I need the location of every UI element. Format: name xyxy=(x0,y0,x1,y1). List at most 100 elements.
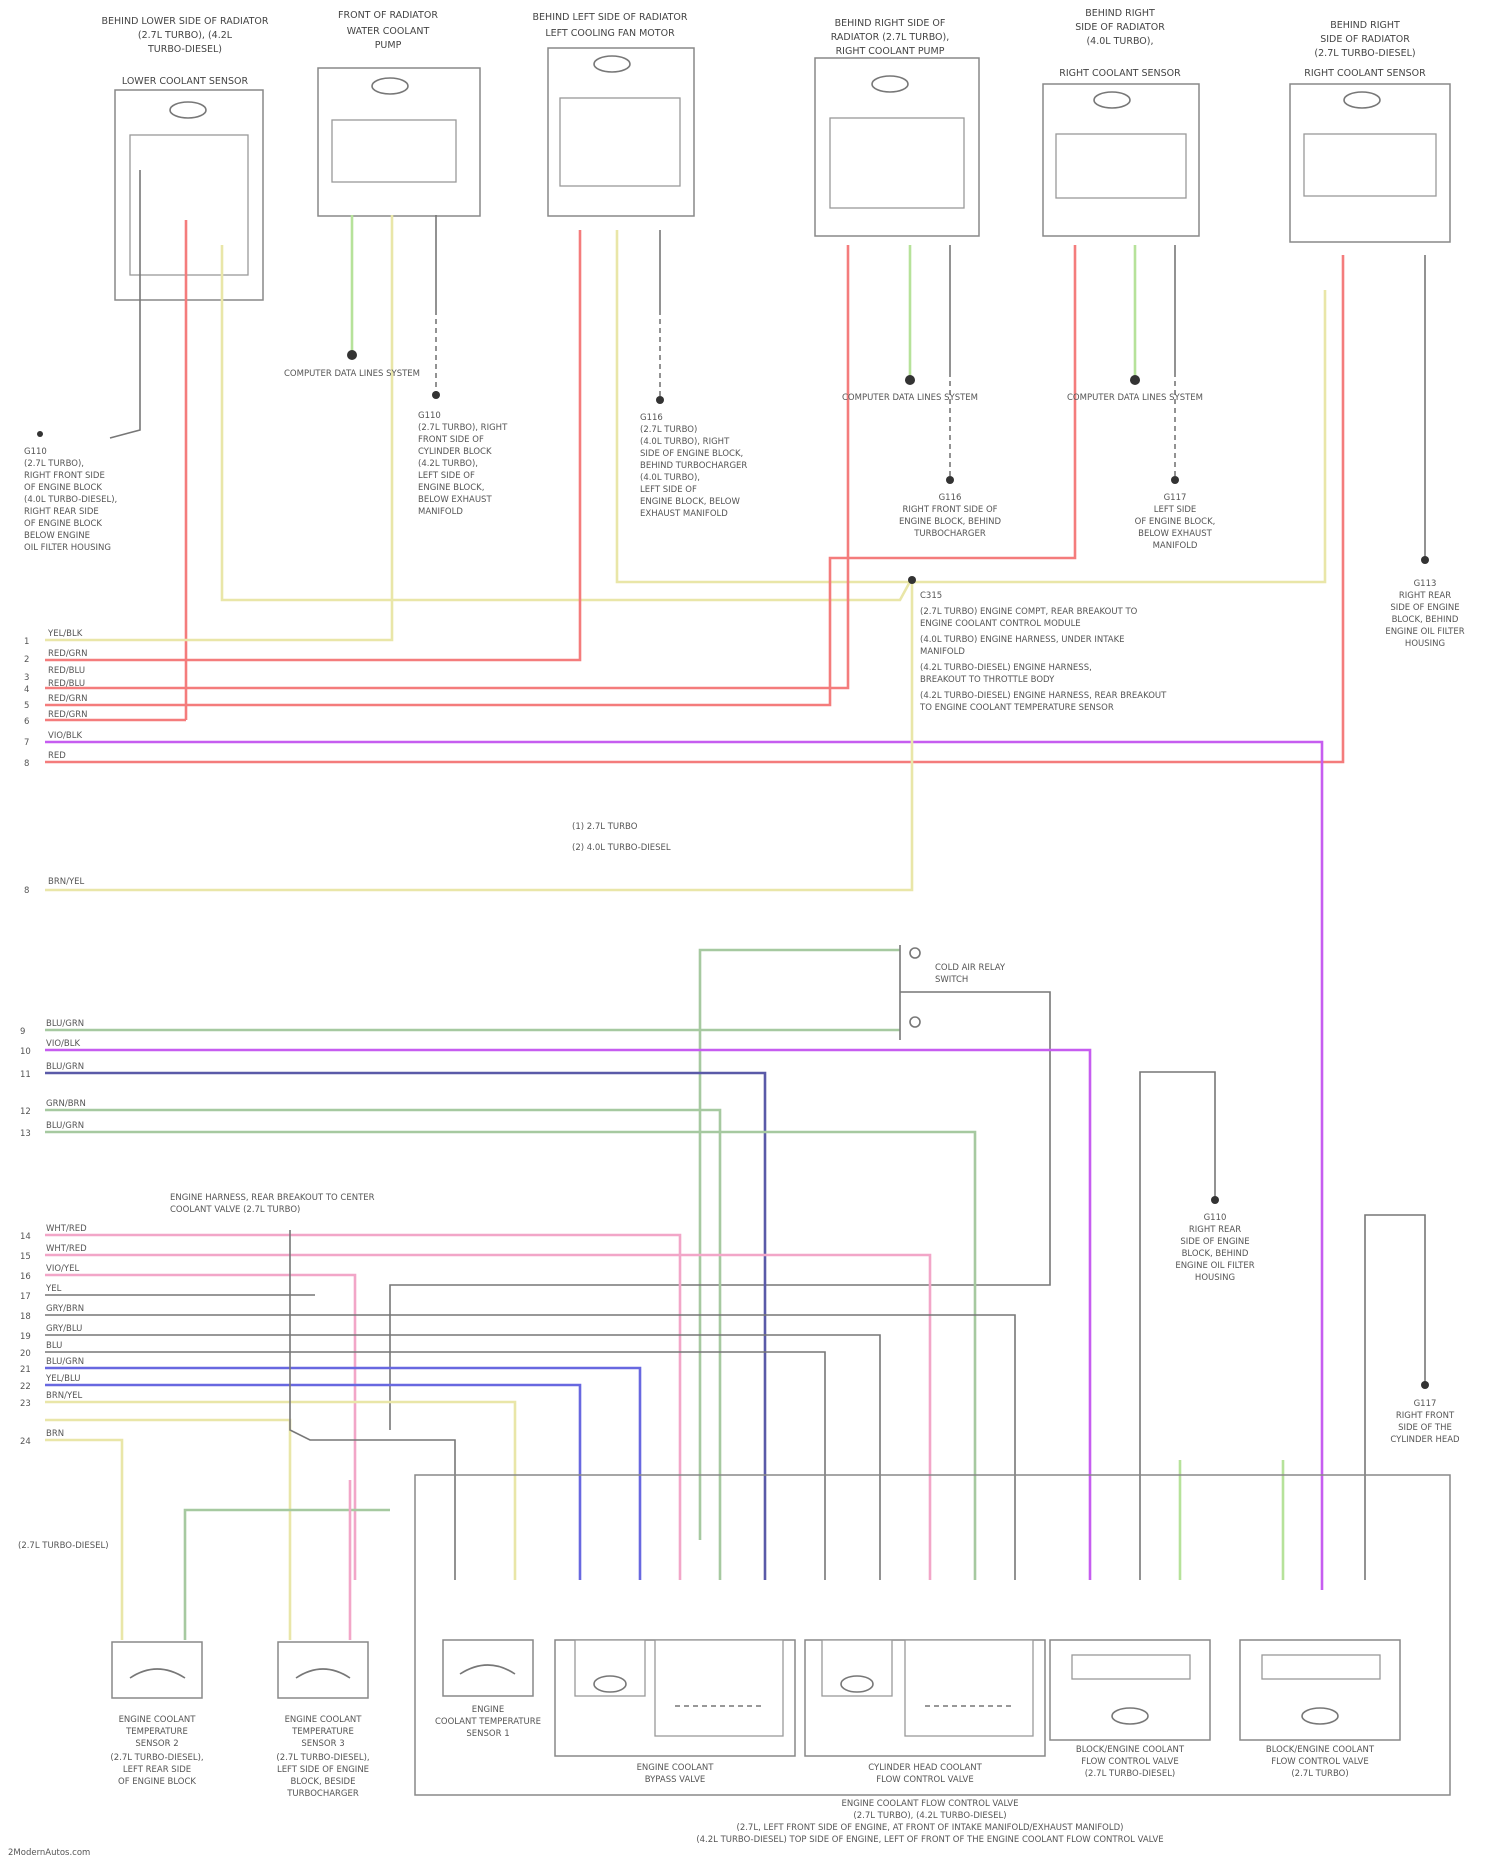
svg-text:RIGHT COOLANT SENSOR: RIGHT COOLANT SENSOR xyxy=(1059,68,1181,79)
legend: (1) 2.7L TURBO (2) 4.0L TURBO-DIESEL xyxy=(572,822,671,853)
sensor-4-connector-icon xyxy=(872,76,908,92)
svg-text:BELOW EXHAUST: BELOW EXHAUST xyxy=(1138,529,1212,539)
svg-text:LEFT REAR SIDE: LEFT REAR SIDE xyxy=(123,1765,191,1775)
svg-text:(4.0L TURBO),: (4.0L TURBO), xyxy=(640,473,700,483)
coolant-temp-sensor-2: ENGINE COOLANT TEMPERATURE SENSOR 2 (2.7… xyxy=(110,1642,203,1787)
svg-text:FLOW CONTROL VALVE: FLOW CONTROL VALVE xyxy=(1081,1757,1178,1767)
svg-text:BLOCK, BEHIND: BLOCK, BEHIND xyxy=(1392,615,1459,625)
svg-text:10: 10 xyxy=(20,1047,31,1057)
svg-text:BLU/GRN: BLU/GRN xyxy=(46,1357,84,1367)
svg-text:LEFT SIDE OF: LEFT SIDE OF xyxy=(418,471,475,481)
svg-text:RIGHT COOLANT PUMP: RIGHT COOLANT PUMP xyxy=(836,46,945,57)
svg-text:RED/BLU: RED/BLU xyxy=(48,679,85,689)
svg-text:2: 2 xyxy=(24,655,29,665)
svg-text:(2.7L TURBO), (4.2L TURBO-DIES: (2.7L TURBO), (4.2L TURBO-DIESEL) xyxy=(853,1811,1006,1821)
svg-text:(1) 2.7L TURBO: (1) 2.7L TURBO xyxy=(572,822,638,832)
footer-watermark: 2ModernAutos.com xyxy=(8,1848,90,1858)
sensor-2: FRONT OF RADIATOR WATER COOLANT PUMP xyxy=(318,10,480,216)
svg-text:17: 17 xyxy=(20,1292,31,1302)
svg-text:TURBOCHARGER: TURBOCHARGER xyxy=(286,1789,359,1799)
svg-text:BEHIND RIGHT SIDE OF: BEHIND RIGHT SIDE OF xyxy=(835,18,946,29)
svg-text:C315: C315 xyxy=(920,591,942,601)
svg-text:RADIATOR (2.7L TURBO),: RADIATOR (2.7L TURBO), xyxy=(831,32,950,43)
svg-text:BLOCK/ENGINE COOLANT: BLOCK/ENGINE COOLANT xyxy=(1076,1745,1185,1755)
svg-text:G110: G110 xyxy=(1204,1213,1227,1223)
svg-text:LOWER COOLANT SENSOR: LOWER COOLANT SENSOR xyxy=(122,76,249,87)
svg-text:SIDE OF RADIATOR: SIDE OF RADIATOR xyxy=(1075,22,1165,33)
svg-text:13: 13 xyxy=(20,1129,31,1139)
svg-text:(4.0L TURBO),: (4.0L TURBO), xyxy=(1086,36,1153,47)
svg-text:COOLANT TEMPERATURE: COOLANT TEMPERATURE xyxy=(435,1717,541,1727)
svg-text:COLD AIR RELAY: COLD AIR RELAY xyxy=(935,963,1006,973)
svg-text:ENGINE COOLANT: ENGINE COOLANT xyxy=(119,1715,197,1725)
svg-text:SIDE OF RADIATOR: SIDE OF RADIATOR xyxy=(1320,34,1410,45)
svg-text:TURBO-DIESEL): TURBO-DIESEL) xyxy=(147,44,222,55)
svg-text:CYLINDER HEAD COOLANT: CYLINDER HEAD COOLANT xyxy=(868,1763,982,1773)
svg-text:OF ENGINE BLOCK: OF ENGINE BLOCK xyxy=(118,1777,196,1787)
svg-text:19: 19 xyxy=(20,1332,31,1342)
svg-text:RIGHT REAR: RIGHT REAR xyxy=(1189,1225,1241,1235)
svg-text:20: 20 xyxy=(20,1349,31,1359)
svg-text:BRN: BRN xyxy=(46,1429,64,1439)
svg-text:(2.7L TURBO): (2.7L TURBO) xyxy=(640,425,697,435)
connector-bottom: 9 10 11 12 13 14 15 16 17 18 19 20 21 22… xyxy=(20,1019,87,1447)
sensor-1-title: BEHIND LOWER SIDE OF RADIATOR xyxy=(102,16,269,27)
svg-text:(2.7L TURBO): (2.7L TURBO) xyxy=(1291,1769,1348,1779)
svg-text:LEFT COOLING FAN MOTOR: LEFT COOLING FAN MOTOR xyxy=(545,28,675,39)
ground-note-4: G117 LEFT SIDE OF ENGINE BLOCK, BELOW EX… xyxy=(1135,493,1216,551)
svg-text:(2.7L TURBO-DIESEL),: (2.7L TURBO-DIESEL), xyxy=(276,1753,369,1763)
ground-note-1: G110 (2.7L TURBO), RIGHT FRONT SIDE OF C… xyxy=(418,411,508,517)
svg-text:G110: G110 xyxy=(418,411,441,421)
svg-text:RIGHT REAR: RIGHT REAR xyxy=(1399,591,1451,601)
svg-text:7: 7 xyxy=(24,738,29,748)
svg-text:GRY/BRN: GRY/BRN xyxy=(46,1304,84,1314)
svg-text:(4.0L TURBO), RIGHT: (4.0L TURBO), RIGHT xyxy=(640,437,730,447)
svg-text:ENGINE BLOCK, BEHIND: ENGINE BLOCK, BEHIND xyxy=(899,517,1002,527)
svg-text:BEHIND RIGHT: BEHIND RIGHT xyxy=(1330,20,1400,31)
svg-text:YEL/BLK: YEL/BLK xyxy=(47,629,83,639)
svg-text:8: 8 xyxy=(24,886,29,896)
svg-text:(2.7L, LEFT FRONT SIDE OF ENGI: (2.7L, LEFT FRONT SIDE OF ENGINE, AT FRO… xyxy=(737,1823,1124,1833)
svg-text:(2.7L TURBO-DIESEL),: (2.7L TURBO-DIESEL), xyxy=(110,1753,203,1763)
splice-note: C315 (2.7L TURBO) ENGINE COMPT, REAR BRE… xyxy=(919,591,1167,713)
svg-text:HOUSING: HOUSING xyxy=(1405,639,1445,649)
svg-text:LEFT SIDE OF: LEFT SIDE OF xyxy=(640,485,697,495)
svg-text:(4.0L TURBO-DIESEL),: (4.0L TURBO-DIESEL), xyxy=(24,495,117,505)
svg-text:15: 15 xyxy=(20,1252,31,1262)
svg-text:ENGINE: ENGINE xyxy=(472,1705,505,1715)
svg-text:HOUSING: HOUSING xyxy=(1195,1273,1235,1283)
svg-text:BEHIND TURBOCHARGER: BEHIND TURBOCHARGER xyxy=(640,461,747,471)
svg-text:BLU/GRN: BLU/GRN xyxy=(46,1121,84,1131)
svg-text:RIGHT FRONT: RIGHT FRONT xyxy=(1396,1411,1455,1421)
svg-text:FRONT OF RADIATOR: FRONT OF RADIATOR xyxy=(338,10,438,21)
svg-text:TEMPERATURE: TEMPERATURE xyxy=(125,1727,188,1737)
svg-text:VIO/BLK: VIO/BLK xyxy=(46,1039,80,1049)
sensor-5: BEHIND RIGHT SIDE OF RADIATOR (4.0L TURB… xyxy=(1043,8,1199,236)
sensor-2-connector-icon xyxy=(372,78,408,94)
svg-text:(2.7L TURBO-DIESEL): (2.7L TURBO-DIESEL) xyxy=(1085,1769,1176,1779)
block-flow-valve-diesel: BLOCK/ENGINE COOLANT FLOW CONTROL VALVE … xyxy=(1050,1640,1210,1779)
svg-text:G116: G116 xyxy=(640,413,663,423)
left-ground-note: G110 (2.7L TURBO), RIGHT FRONT SIDE OF E… xyxy=(24,447,117,553)
svg-text:OF ENGINE BLOCK,: OF ENGINE BLOCK, xyxy=(1135,517,1216,527)
svg-text:ENGINE OIL FILTER: ENGINE OIL FILTER xyxy=(1385,627,1464,637)
svg-text:RED/BLU: RED/BLU xyxy=(48,666,85,676)
svg-text:BRN/YEL: BRN/YEL xyxy=(46,1391,83,1401)
svg-text:OF ENGINE BLOCK: OF ENGINE BLOCK xyxy=(24,483,102,493)
sensor-6-connector-icon xyxy=(1344,92,1380,108)
svg-text:OF ENGINE BLOCK: OF ENGINE BLOCK xyxy=(24,519,102,529)
svg-text:(4.2L TURBO-DIESEL) ENGINE HAR: (4.2L TURBO-DIESEL) ENGINE HARNESS, REAR… xyxy=(920,691,1167,701)
svg-text:YEL/BLU: YEL/BLU xyxy=(45,1374,81,1384)
svg-text:BLU/GRN: BLU/GRN xyxy=(46,1019,84,1029)
svg-text:BEHIND RIGHT: BEHIND RIGHT xyxy=(1085,8,1155,19)
bottom-caption: ENGINE COOLANT FLOW CONTROL VALVE (2.7L … xyxy=(696,1799,1163,1845)
ground-note-3: G116 RIGHT FRONT SIDE OF ENGINE BLOCK, B… xyxy=(899,493,1002,539)
svg-text:G110: G110 xyxy=(24,447,47,457)
right-ground-2: G117 RIGHT FRONT SIDE OF THE CYLINDER HE… xyxy=(1390,1399,1460,1445)
svg-text:(4.0L TURBO) ENGINE HARNESS, U: (4.0L TURBO) ENGINE HARNESS, UNDER INTAK… xyxy=(920,635,1125,645)
svg-text:RED/GRN: RED/GRN xyxy=(48,649,88,659)
ground-labels: COMPUTER DATA LINES SYSTEM COMPUTER DATA… xyxy=(284,369,1203,403)
svg-text:RIGHT FRONT SIDE OF: RIGHT FRONT SIDE OF xyxy=(902,505,997,515)
svg-text:TEMPERATURE: TEMPERATURE xyxy=(291,1727,354,1737)
sensor-6: BEHIND RIGHT SIDE OF RADIATOR (2.7L TURB… xyxy=(1290,20,1450,242)
